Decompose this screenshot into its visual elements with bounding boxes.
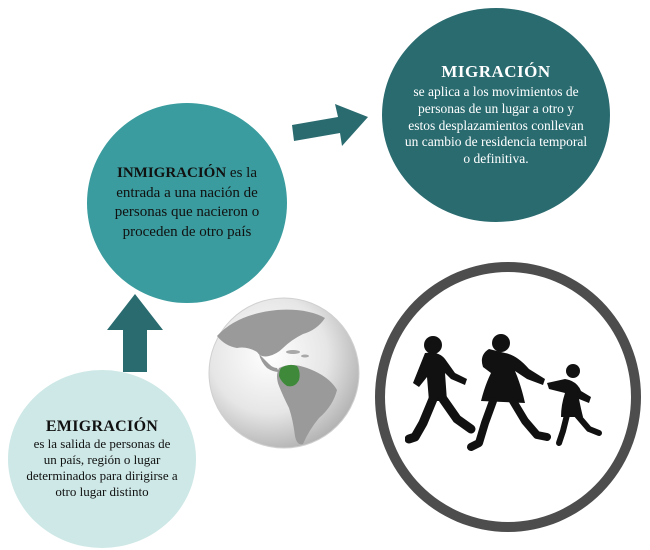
inmigracion-description: es la entrada a una nación de personas q… <box>114 165 260 240</box>
arrow-diagonal-icon <box>292 104 368 146</box>
emigracion-description: es la salida de personas de un país, reg… <box>26 436 178 499</box>
inmigracion-text: INMIGRACIÓN es la entrada a una nación d… <box>107 164 267 242</box>
inmigracion-node: INMIGRACIÓN es la entrada a una nación d… <box>87 103 287 303</box>
running-family-icon <box>405 334 602 451</box>
migracion-description: se aplica a los movimientos de personas … <box>404 83 588 167</box>
emigracion-node: EMIGRACIÓN es la salida de personas de u… <box>8 370 196 548</box>
arrow-up-icon <box>107 294 163 372</box>
emigracion-title: EMIGRACIÓN <box>45 418 159 436</box>
globe-icon <box>208 297 360 449</box>
inmigracion-title: INMIGRACIÓN <box>117 165 227 181</box>
migracion-title: MIGRACIÓN <box>441 61 551 81</box>
migracion-node: MIGRACIÓN se aplica a los movimientos de… <box>382 8 610 222</box>
